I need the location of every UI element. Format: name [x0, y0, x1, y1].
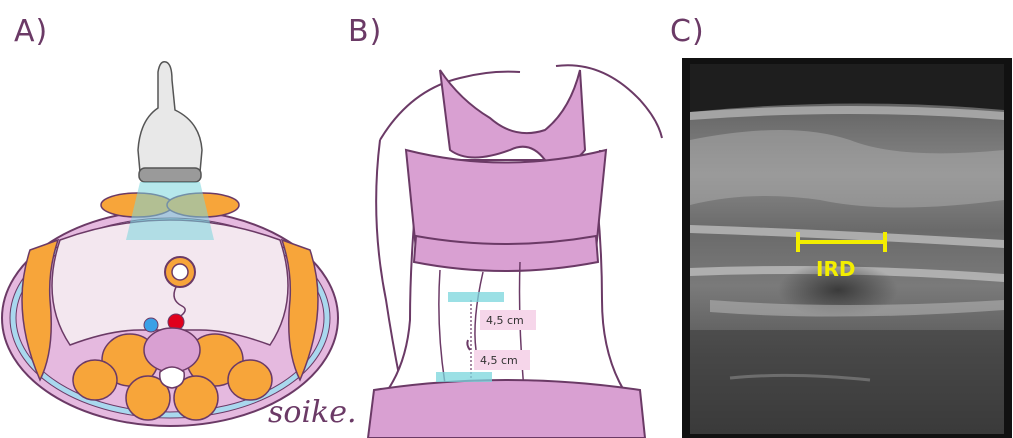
- vertebra: [144, 328, 200, 372]
- torso-diagram: 4,5 cm 4,5 cm: [340, 0, 670, 438]
- panel-b-torso: B) 4,5 cm 4,5 cm: [340, 0, 670, 438]
- cross-section-diagram: [0, 0, 340, 438]
- shorts: [368, 380, 645, 438]
- vein-icon: [144, 318, 158, 332]
- panel-c-ultrasound: C): [670, 0, 1013, 438]
- sports-bra-top: [440, 70, 585, 163]
- ultrasound-beam: [126, 182, 214, 240]
- ird-label: IRD: [816, 257, 855, 281]
- measurement-upper-text: 4,5 cm: [486, 314, 524, 327]
- measurement-lower-text: 4,5 cm: [480, 354, 518, 367]
- panel-a-cross-section: A): [0, 0, 340, 438]
- probe-marker-lower: [436, 372, 492, 382]
- ultrasound-probe-icon: [138, 62, 202, 182]
- ultrasound-image: IRD: [670, 0, 1013, 438]
- probe-marker-upper: [448, 292, 504, 302]
